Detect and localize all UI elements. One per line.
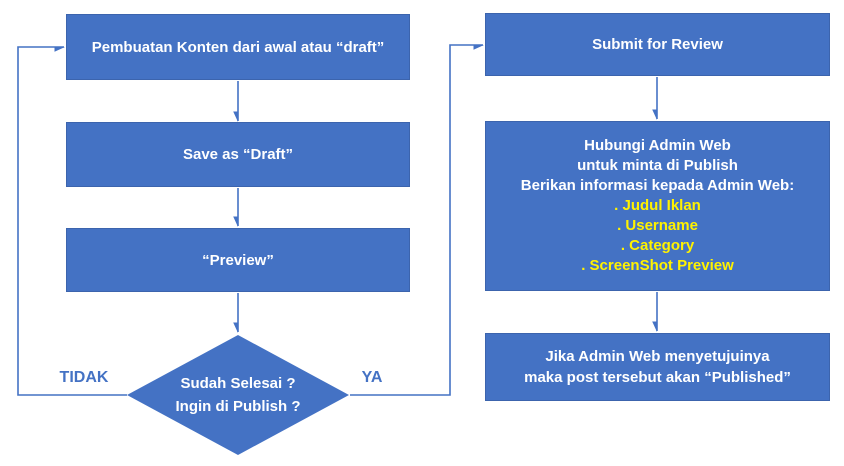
edge-label-ya: YA <box>361 369 383 386</box>
node-preview: “Preview” <box>66 228 410 292</box>
contact-admin-line: untuk minta di Publish <box>577 157 738 174</box>
node-preview-label: “Preview” <box>202 251 274 269</box>
contact-admin-highlight-line: . Judul Iklan <box>614 197 701 214</box>
node-submit-review: Submit for Review <box>485 13 830 76</box>
contact-admin-highlight-line: . Category <box>620 237 695 254</box>
node-published-line2: maka post tersebut akan “Published” <box>524 369 791 386</box>
node-published-line1: Jika Admin Web menyetujuinya <box>545 348 770 365</box>
contact-admin-line: Berikan informasi kepada Admin Web: <box>520 177 795 194</box>
node-published: Jika Admin Web menyetujuinya maka post t… <box>485 333 830 401</box>
node-decision-line1: Sudah Selesai ? <box>180 375 296 392</box>
node-create-content: Pembuatan Konten dari awal atau “draft” <box>66 14 410 80</box>
edge-label-tidak: TIDAK <box>59 369 109 386</box>
node-submit-review-label: Submit for Review <box>592 36 723 53</box>
node-create-content-label: Pembuatan Konten dari awal atau “draft” <box>91 38 385 56</box>
connector-tidak-loop-arrow <box>17 46 127 396</box>
node-save-draft-label: Save as “Draft” <box>182 146 294 163</box>
contact-admin-line: Hubungi Admin Web <box>584 137 731 154</box>
node-decision-line2: Ingin di Publish ? <box>175 398 301 415</box>
connector-ya-to-submit-arrow <box>350 44 483 396</box>
node-contact-admin: Hubungi Admin Web untuk minta di Publish… <box>485 121 830 291</box>
node-save-draft: Save as “Draft” <box>66 122 410 187</box>
contact-admin-highlight-line: . ScreenShot Preview <box>581 257 734 274</box>
contact-admin-highlight-line: . Username <box>617 217 698 234</box>
